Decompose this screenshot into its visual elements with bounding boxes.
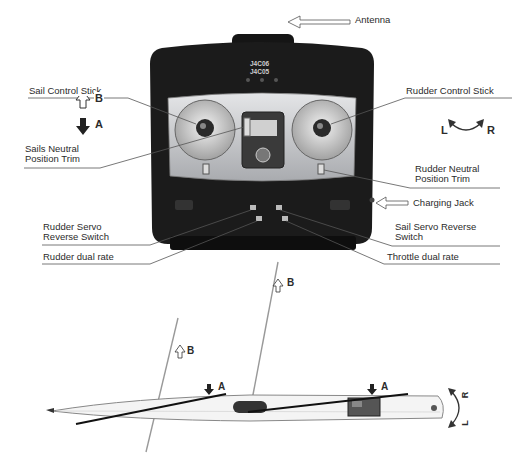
direction-letter: A	[217, 381, 226, 392]
leader-lines	[24, 98, 512, 264]
trim-slider	[244, 118, 250, 136]
dual-rate-switch	[256, 216, 262, 221]
direction-letter: L	[461, 419, 471, 427]
part-label: Rudder dual rate	[42, 252, 115, 262]
logo-badge	[330, 200, 350, 210]
leader-line	[24, 127, 244, 168]
stick-top	[317, 123, 323, 129]
part-label: Rudder Servo Reverse Switch	[42, 222, 128, 243]
part-label: Sails Neutral Position Trim	[24, 144, 106, 165]
center-panel	[242, 112, 284, 168]
dual-rate-switch	[282, 216, 288, 221]
direction-letter: B	[94, 92, 104, 104]
model-number: J4C05	[250, 68, 269, 75]
arrowhead	[448, 119, 456, 128]
led	[274, 78, 278, 82]
stick-gimbal	[175, 100, 235, 160]
mast	[252, 262, 278, 400]
led	[260, 78, 264, 82]
mast	[146, 318, 178, 452]
stick-top	[200, 123, 206, 129]
direction-letter: B	[286, 277, 295, 288]
boom	[76, 394, 226, 424]
sailboat	[46, 262, 443, 452]
direction-letter: B	[186, 345, 195, 356]
rudder	[431, 405, 437, 411]
model-number: J4C06	[250, 60, 269, 67]
center-window	[249, 120, 277, 136]
trim-switch	[203, 164, 209, 174]
arrowhead	[476, 119, 484, 128]
bow-tip	[46, 408, 54, 413]
reverse-switch	[276, 205, 282, 210]
stick-gimbal	[292, 100, 352, 160]
leader-line	[286, 221, 500, 264]
transmitter-base	[170, 236, 356, 250]
part-label: Antenna	[354, 15, 391, 25]
down-arrow	[204, 384, 214, 395]
part-label: Rudder Neutral Position Trim	[414, 164, 502, 185]
leader-line	[42, 210, 251, 245]
direction-letter: R	[486, 124, 496, 136]
part-label: Charging Jack	[412, 198, 475, 208]
led	[246, 78, 250, 82]
leader-line	[28, 98, 196, 124]
stick	[196, 119, 214, 137]
rotation-arrow	[452, 124, 480, 130]
trim-switch	[318, 164, 324, 174]
arrowhead	[448, 388, 456, 396]
reverse-switch	[250, 205, 256, 210]
stick	[313, 119, 331, 137]
direction-letter: A	[380, 381, 389, 392]
front-panel	[168, 93, 356, 181]
rotation-arrow	[452, 392, 459, 424]
part-label: Sail Control Stick	[28, 86, 102, 96]
part-label: Sail Servo Reverse Switch	[394, 222, 496, 243]
leader-line	[42, 221, 257, 264]
arrowhead	[448, 420, 456, 428]
down-arrow	[367, 384, 377, 395]
hatch-detail	[352, 401, 362, 407]
transmitter	[150, 34, 375, 250]
power-button	[256, 148, 270, 162]
leader-line	[331, 98, 512, 124]
down-arrow	[76, 118, 90, 135]
part-label: Rudder Control Stick	[405, 86, 495, 96]
boom	[248, 394, 408, 412]
charging-jack	[370, 198, 375, 203]
part-label: Throttle dual rate	[386, 252, 460, 262]
antenna-arrow	[288, 16, 350, 28]
direction-letter: A	[94, 118, 104, 130]
leader-line	[280, 210, 500, 246]
jack-arrow	[376, 197, 408, 209]
direction-letter: L	[440, 124, 449, 136]
transmitter-body	[150, 42, 374, 244]
up-arrow	[273, 279, 283, 292]
direction-letter: R	[461, 391, 471, 400]
up-arrow	[175, 345, 185, 358]
logo-badge	[175, 200, 193, 210]
